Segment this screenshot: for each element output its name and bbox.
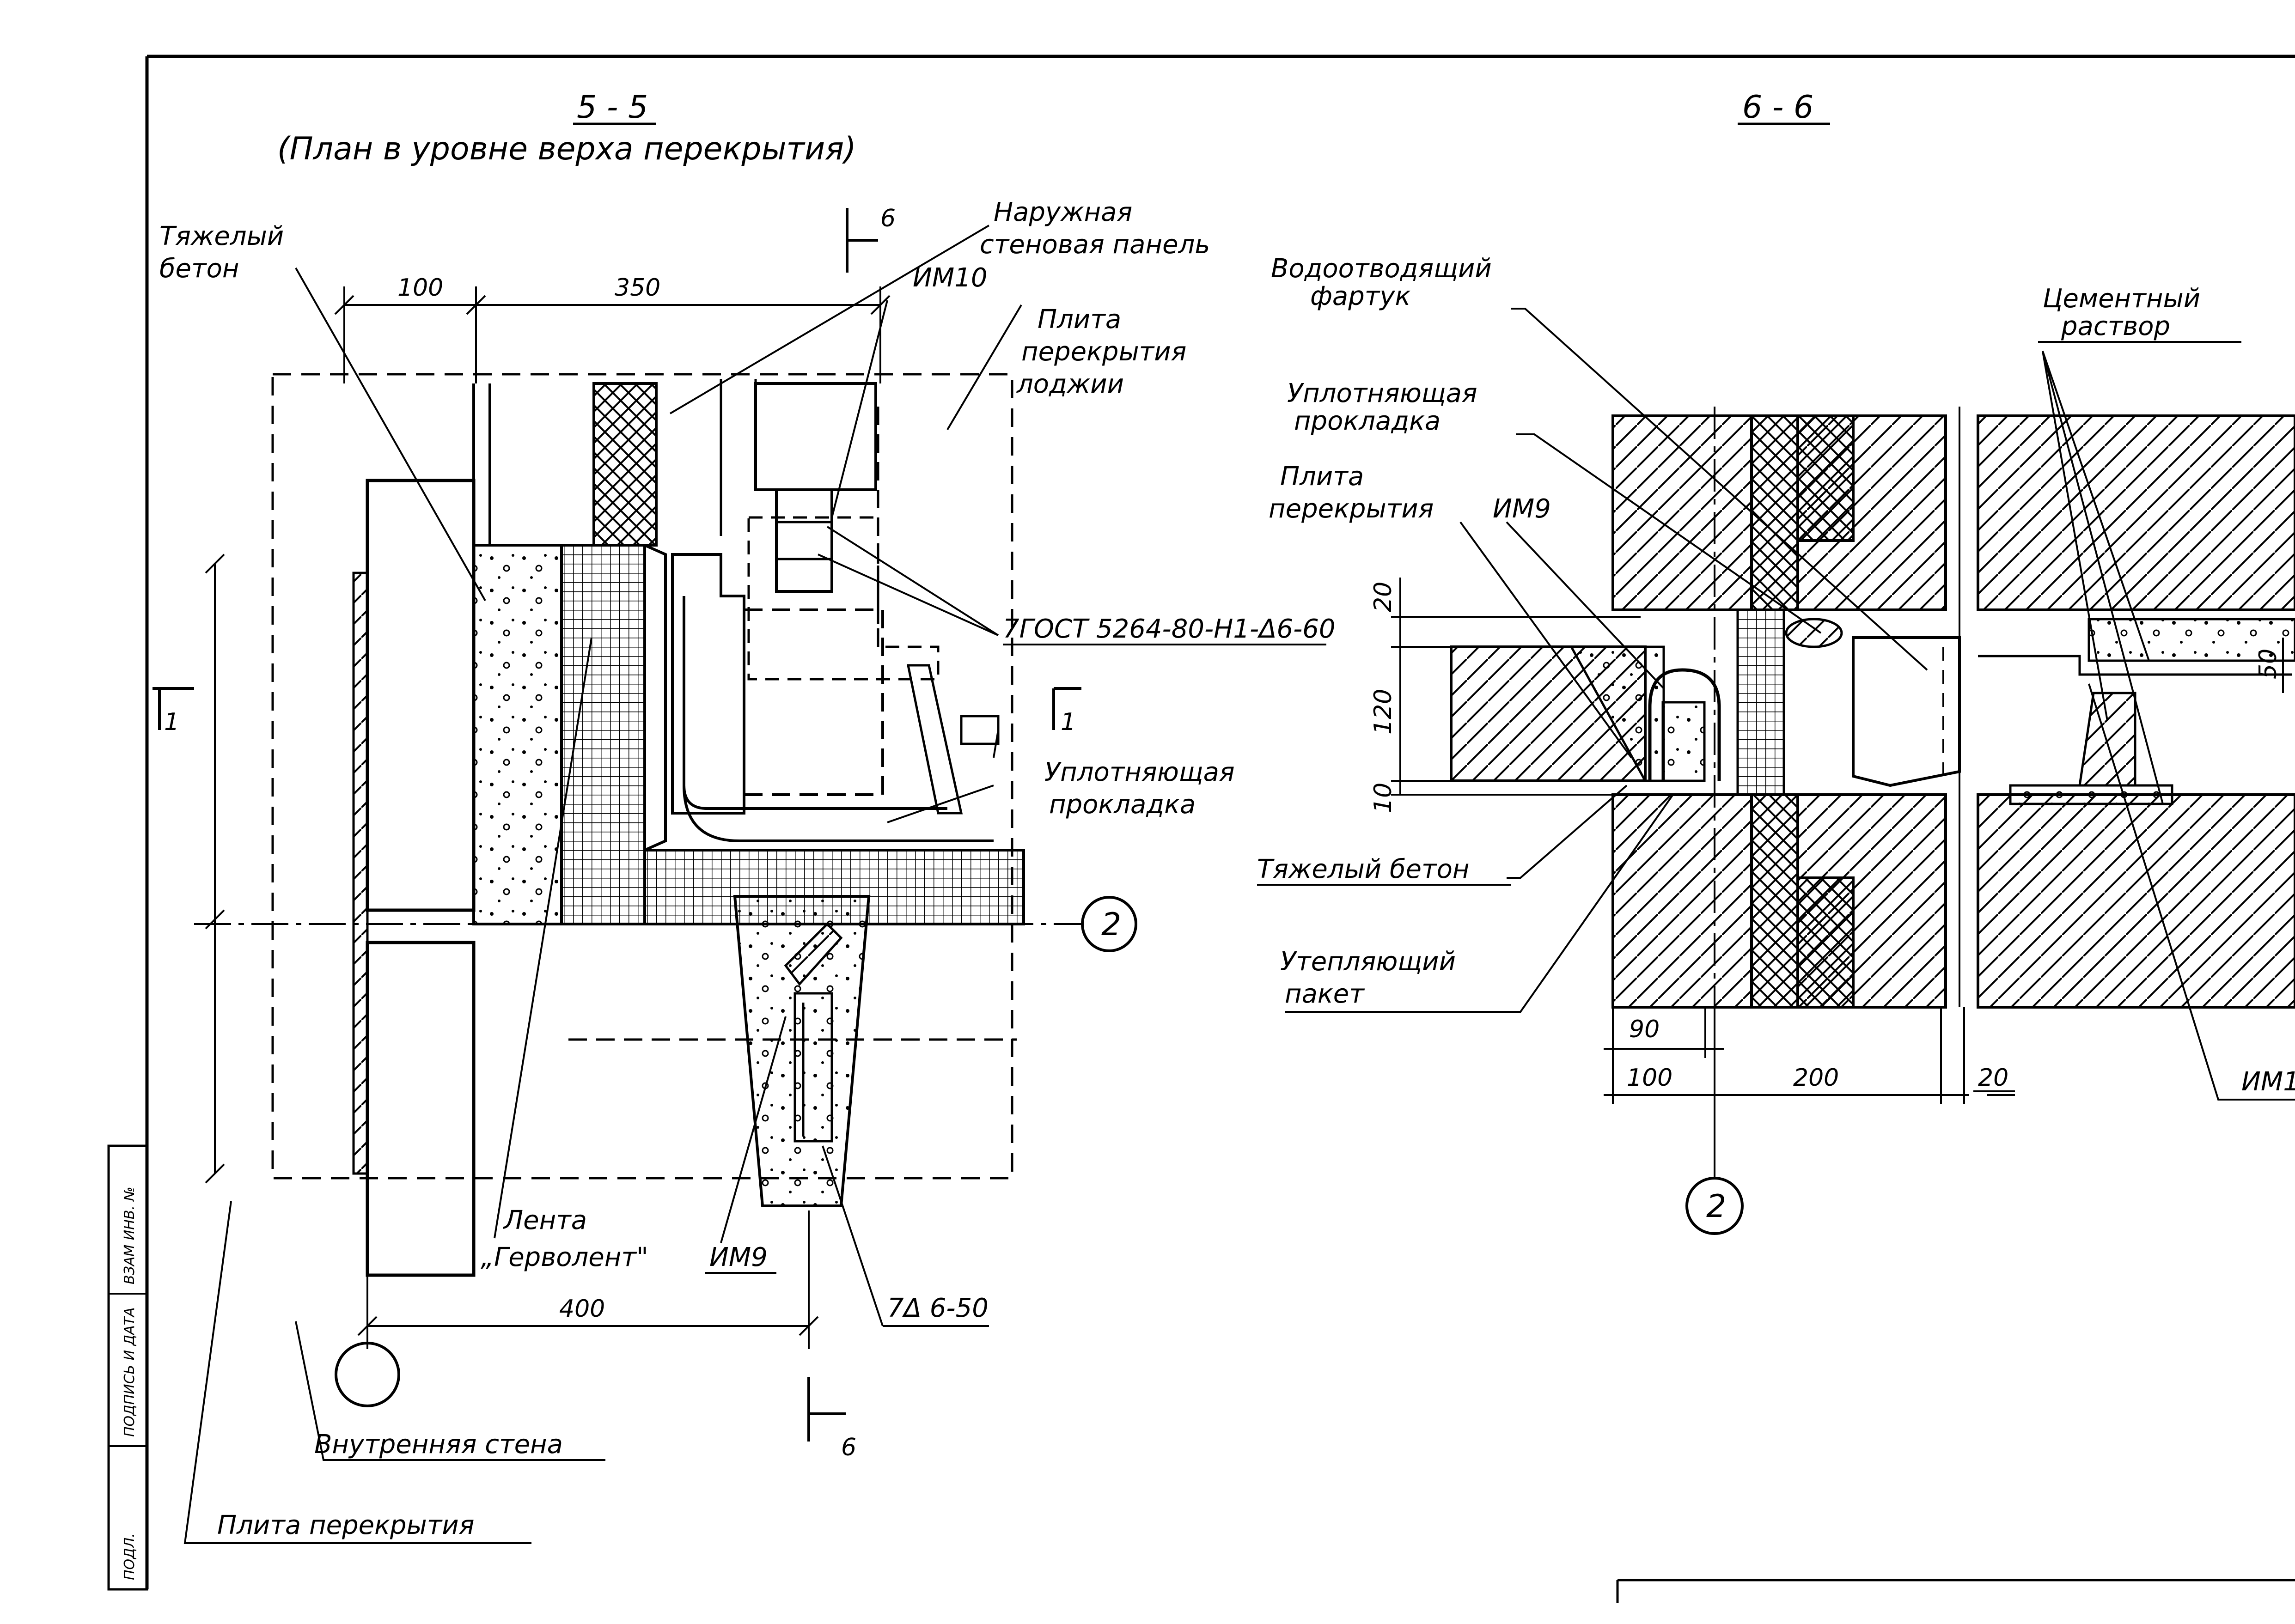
cut-mark-1: [153, 687, 1081, 730]
label-weld2: 7Δ 6-50: [887, 1293, 989, 1323]
dim-20-vert: 20: [1369, 582, 1397, 612]
leaders-5-5: [183, 225, 1022, 1544]
cut-mark-6-bottom: [807, 1377, 846, 1442]
label-im9-6: ИМ9: [1493, 494, 1551, 524]
label-im9: ИМ9: [709, 1242, 768, 1272]
label-cement-1: Цементный: [2043, 284, 2200, 314]
axis-2-bubble-6: [1685, 1177, 1744, 1235]
dim-100: 100: [397, 274, 443, 302]
section-6-title: 6 - 6: [1742, 89, 1813, 126]
label-floor-slab: Плита перекрытия: [217, 1510, 474, 1540]
stamp-podl: ПОДЛ.: [122, 1533, 138, 1580]
label-seal-6-2: прокладка: [1294, 406, 1440, 436]
label-cement-2: раствор: [2061, 311, 2170, 341]
cut-1-left-label: 1: [164, 708, 179, 736]
cut-1-right-label: 1: [1061, 708, 1076, 736]
label-floor-slab-6-1: Плита: [1280, 462, 1364, 492]
axis-2-label: 2: [1101, 906, 1121, 943]
label-heavy-concrete-6: Тяжелый бетон: [1257, 854, 1469, 884]
section-5-5: 5 - 5 (План в уровне верха перекрытия) 6…: [153, 89, 1336, 1544]
label-outer-panel-1: Наружная: [994, 197, 1132, 227]
section-5-subtitle: (План в уровне верха перекрытия): [277, 131, 856, 167]
dim-400: 400: [559, 1295, 605, 1323]
cut-6-top-label: 6: [880, 205, 896, 232]
label-seal-6-1: Уплотняющая: [1287, 378, 1477, 408]
label-tape-1: Лента: [503, 1205, 587, 1235]
sheet-frame: [145, 55, 2295, 1603]
dim-350: 350: [615, 274, 660, 302]
stamp-vzam: ВЗАМ ИНВ. №: [122, 1186, 138, 1284]
dim-50-vert: 50: [2254, 649, 2282, 679]
dim-120-vert: 120: [1369, 689, 1397, 735]
label-loggia-slab-3: лоджии: [1016, 369, 1124, 399]
label-floor-slab-6-2: перекрытия: [1269, 494, 1434, 524]
axis-2-label-6: 2: [1706, 1188, 1726, 1225]
label-outer-panel-2: стеновая панель: [980, 230, 1210, 260]
label-loggia-slab-2: перекрытия: [1021, 337, 1186, 367]
title-block-stamp: ВЗАМ ИНВ. № ПОДПИСЬ И ДАТА ПОДЛ.: [107, 1144, 148, 1591]
label-insulation-1: Утепляющий: [1280, 947, 1456, 977]
label-heavy-concrete-2: бетон: [159, 254, 239, 284]
label-insulation-2: пакет: [1285, 979, 1365, 1009]
dim-90: 90: [1629, 1016, 1660, 1043]
label-heavy-concrete-1: Тяжелый: [159, 221, 284, 251]
label-drip-apron-1: Водоотводящий: [1271, 254, 1492, 284]
section-5-title: 5 - 5: [577, 89, 648, 126]
cut-6-bottom-label: 6: [841, 1434, 856, 1461]
dims-bottom-6: [1604, 1007, 2015, 1104]
dim-left-vertical: [205, 553, 225, 1184]
label-weld-gost: 7ГОСТ 5264-80-Н1-Δ6-60: [1003, 614, 1336, 644]
axis-2-bubble: [1081, 896, 1137, 952]
label-drip-apron-2: фартук: [1310, 281, 1411, 311]
label-loggia-slab-1: Плита: [1038, 304, 1121, 335]
dim-20-b: 20: [1978, 1064, 2008, 1092]
leaders-6-6: [1285, 308, 2295, 1101]
label-im10: ИМ10: [913, 263, 987, 293]
plan-structure: [194, 373, 1081, 1277]
section-6-body: [1450, 407, 2295, 1009]
dims-left-6: [1391, 578, 1641, 796]
dim-chain-top: [334, 286, 891, 383]
label-tape-2: „Герволент": [481, 1242, 648, 1272]
label-im-cut: ИМ1: [2241, 1067, 2295, 1097]
dim-400-line: [357, 1210, 819, 1349]
dim-200: 200: [1793, 1064, 1839, 1092]
axis-bubble-empty: [335, 1342, 400, 1407]
dim-10-vert: 10: [1369, 783, 1397, 813]
stamp-podpis: ПОДПИСЬ И ДАТА: [122, 1308, 138, 1437]
label-inner-wall: Внутренняя стена: [314, 1429, 563, 1460]
section-6-6: 6 - 6: [1257, 89, 2295, 1235]
label-seal-1: Уплотняющая: [1044, 757, 1235, 787]
cut-mark-6-top: [846, 208, 878, 273]
dim-100-b: 100: [1627, 1064, 1672, 1092]
label-seal-2: прокладка: [1049, 790, 1196, 820]
